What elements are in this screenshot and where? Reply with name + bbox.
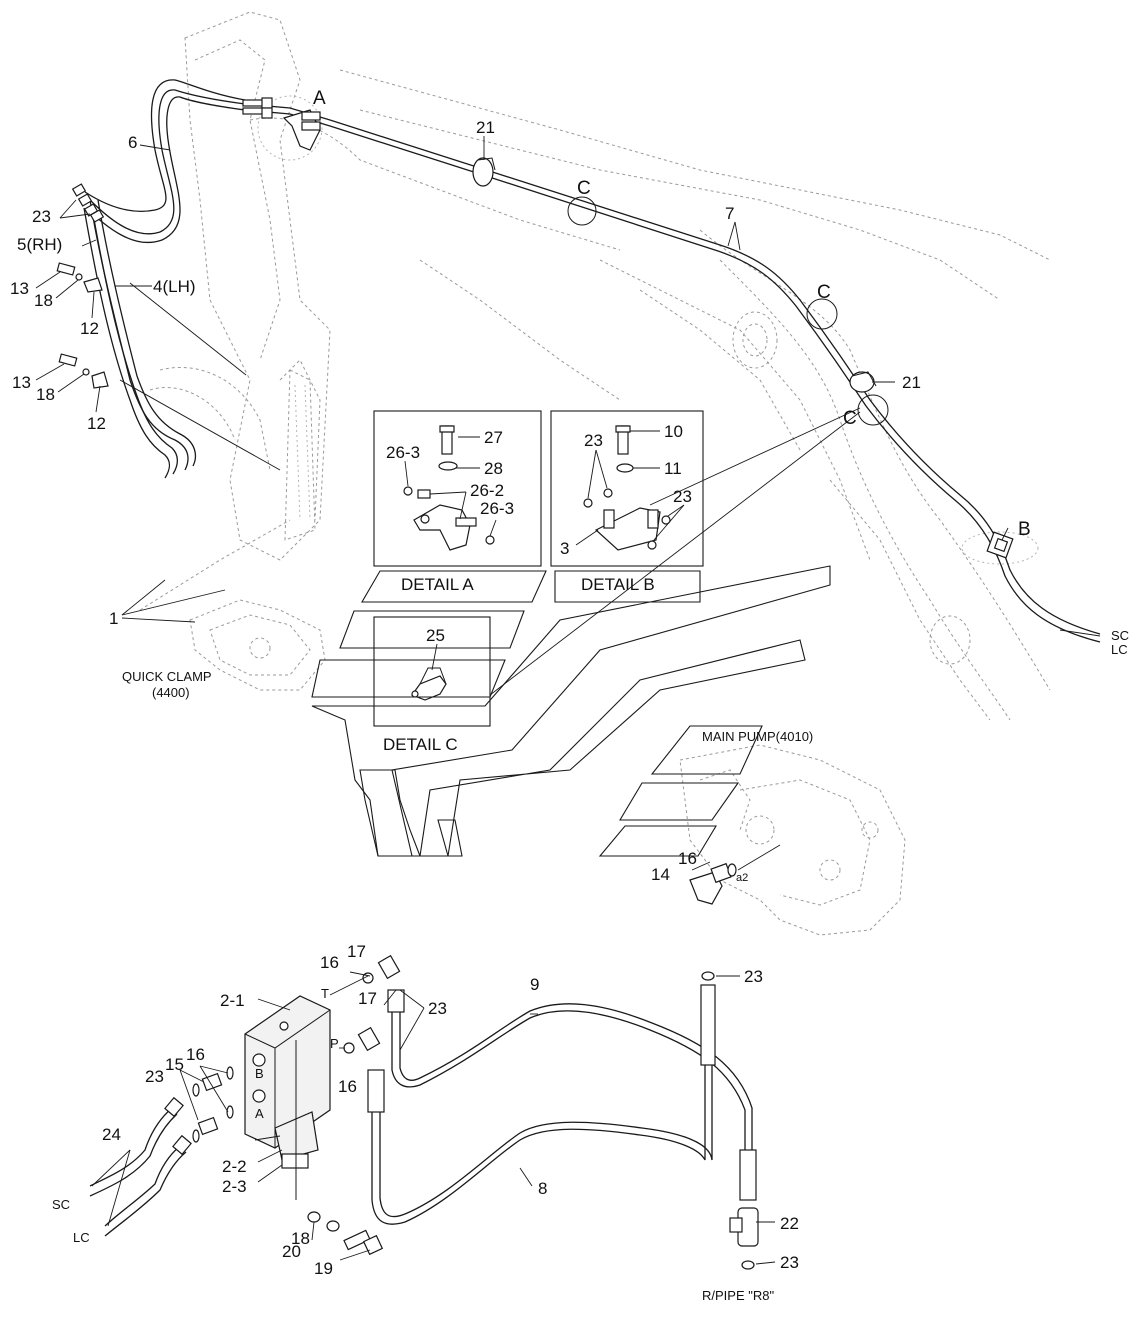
- label-lc-bottom: LC: [73, 1230, 90, 1245]
- label-23-detail-b-left: 23: [584, 431, 603, 450]
- detail-c: [373, 616, 491, 727]
- label-15: 15: [165, 1055, 184, 1074]
- detail-b: [550, 410, 704, 567]
- leader-chevrons: [311, 565, 831, 857]
- label-A: A: [313, 88, 326, 109]
- leaders-lower: [91, 844, 781, 1265]
- label-2-3: 2-3: [222, 1177, 247, 1196]
- port-a: A: [255, 1106, 264, 1121]
- tee-14: [689, 862, 737, 981]
- fittings-23-top: [71, 183, 105, 223]
- label-23-pump: 23: [744, 967, 763, 986]
- detail-c-title: DETAIL C: [383, 735, 458, 754]
- leaders-details: [404, 430, 685, 671]
- port-b: B: [255, 1066, 264, 1081]
- clamp-21-upper: [472, 157, 496, 187]
- label-28: 28: [484, 459, 503, 478]
- label-11: 11: [664, 459, 682, 478]
- label-18-low: 18: [36, 385, 55, 404]
- label-23-bottom: 23: [780, 1253, 799, 1272]
- label-26-2: 26-2: [470, 481, 504, 500]
- label-19: 19: [314, 1259, 333, 1278]
- label-5rh: 5(RH): [17, 235, 62, 254]
- label-C-2: C: [817, 282, 831, 303]
- label-18-top: 18: [34, 291, 53, 310]
- bolt-clamp-set-lower: [58, 353, 109, 389]
- label-26-3-b: 26-3: [480, 499, 514, 518]
- label-18-bottom: 18: [291, 1229, 310, 1248]
- detail-a-title: DETAIL A: [401, 575, 474, 594]
- label-10: 10: [664, 422, 683, 441]
- part-number-labels: A B C C C 6 23 5(RH) 4(LH) 13 18 12 13 1…: [10, 88, 1129, 1303]
- label-24: 24: [102, 1125, 121, 1144]
- label-16-mid: 16: [338, 1077, 357, 1096]
- main-pump-label: MAIN PUMP(4010): [702, 729, 813, 744]
- label-7: 7: [725, 204, 734, 223]
- label-23-mid: 23: [428, 999, 447, 1018]
- fitting-b-location: [986, 531, 1014, 559]
- label-lc-top: LC: [1111, 642, 1128, 657]
- label-16-left: 16: [186, 1045, 205, 1064]
- label-2-1: 2-1: [220, 991, 245, 1010]
- r-pipe-label: R/PIPE "R8": [702, 1288, 774, 1303]
- detail-b-title: DETAIL B: [581, 575, 655, 594]
- label-17-mid: 17: [358, 989, 377, 1008]
- label-23-detail-b-right: 23: [673, 487, 692, 506]
- port-p: P: [330, 1036, 339, 1051]
- label-13-low: 13: [12, 373, 31, 392]
- label-23-top: 23: [32, 207, 51, 226]
- bolt-19-set: [307, 1211, 384, 1256]
- label-sc-top: SC: [1111, 628, 1129, 643]
- label-21-low: 21: [902, 373, 921, 392]
- label-12-top: 12: [80, 319, 99, 338]
- label-6: 6: [128, 133, 137, 152]
- hoses-24: [89, 1096, 192, 1237]
- bolt-clamp-set-upper: [56, 262, 103, 293]
- label-8: 8: [538, 1179, 547, 1198]
- leaders-upper: [35, 136, 1101, 637]
- hoses-4-5: [83, 199, 196, 479]
- quick-clamp-code: (4400): [152, 685, 190, 700]
- elbows-17: [343, 954, 401, 1054]
- label-14: 14: [651, 865, 670, 884]
- tee-22: [729, 1207, 759, 1270]
- valve-block: [244, 995, 331, 1200]
- callout-circles: [257, 95, 1039, 565]
- label-21-top: 21: [476, 118, 495, 137]
- label-25: 25: [426, 626, 445, 645]
- label-27: 27: [484, 428, 503, 447]
- pipes-8-9: [367, 984, 757, 1225]
- label-13-top: 13: [10, 279, 29, 298]
- port-a2: a2: [736, 872, 748, 884]
- main-pipe-run: [84, 79, 1101, 643]
- label-C-1: C: [577, 178, 591, 199]
- quick-clamp-label: QUICK CLAMP: [122, 669, 212, 684]
- label-12-low: 12: [87, 414, 106, 433]
- detail-leader-lines: [119, 282, 861, 696]
- label-16-top: 16: [320, 953, 339, 972]
- label-20: 20: [282, 1242, 301, 1261]
- detail-a: [373, 410, 542, 567]
- label-16-pump: 16: [678, 849, 697, 868]
- fittings-15-16: [192, 1066, 234, 1143]
- label-26-3-a: 26-3: [386, 443, 420, 462]
- label-9: 9: [530, 975, 539, 994]
- label-2-2: 2-2: [222, 1157, 247, 1176]
- label-B: B: [1018, 519, 1031, 540]
- label-sc-bottom: SC: [52, 1197, 70, 1212]
- fittings-detail-a-location: [242, 97, 321, 151]
- label-C-3: C: [843, 408, 857, 429]
- label-3: 3: [560, 539, 569, 558]
- label-17-top: 17: [347, 942, 366, 961]
- label-22: 22: [780, 1214, 799, 1233]
- label-1: 1: [109, 609, 118, 628]
- ghost-arm-outline: [139, 11, 1051, 936]
- port-t: T: [321, 986, 329, 1001]
- label-23-left: 23: [145, 1067, 164, 1086]
- label-4lh: 4(LH): [153, 277, 196, 296]
